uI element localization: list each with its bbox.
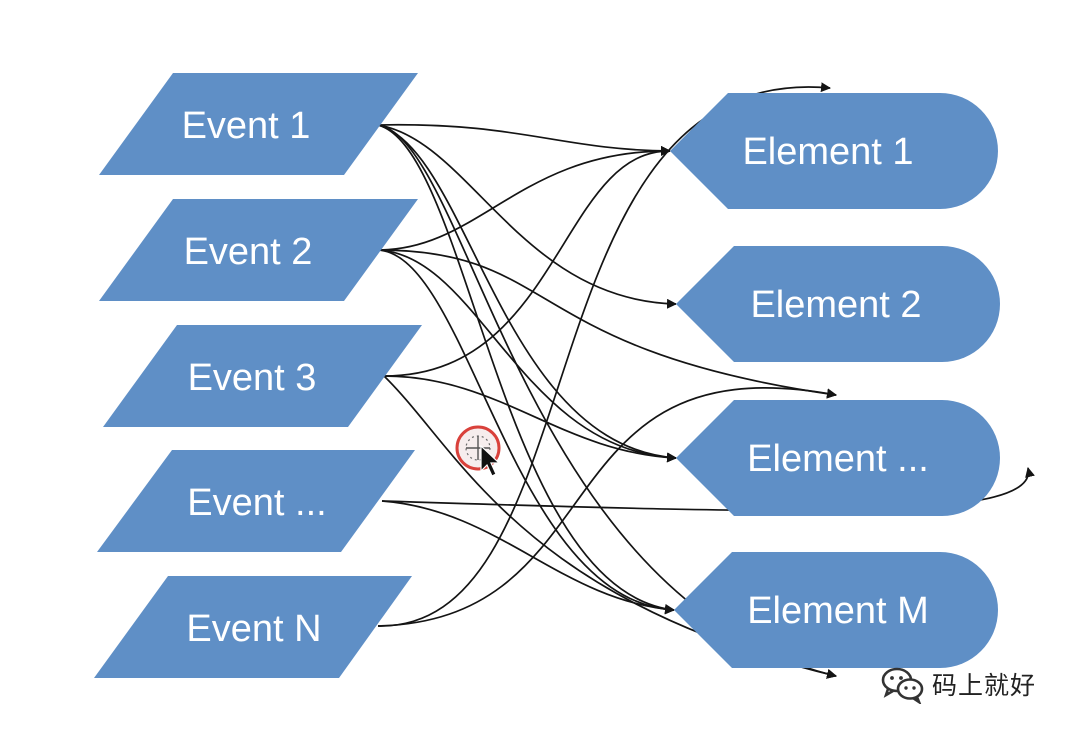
event-label: Event 1 (182, 105, 311, 147)
element-node-shape (676, 246, 1000, 362)
event-node[interactable]: Event 1 (99, 73, 418, 175)
event-node[interactable]: Event ... (97, 450, 415, 552)
element-label: Element 1 (742, 131, 913, 173)
event-node[interactable]: Event 2 (99, 199, 418, 301)
connection-event-1-to-element-m (377, 124, 675, 614)
event-node[interactable]: Event 3 (103, 325, 422, 427)
element-label: Element 2 (750, 284, 921, 326)
connection-event-1-to-element-2 (377, 124, 677, 309)
connection-event-1-to-element-1 (377, 123, 671, 156)
element-node-shape (676, 400, 1000, 516)
event-label: Event 2 (184, 231, 313, 273)
element-label: Element ... (747, 438, 929, 480)
connection-event-etc-to-element-m (381, 500, 675, 615)
connection-event-2-to-element-1 (377, 145, 671, 251)
event-node-shape (97, 450, 415, 552)
connection-event-2-to-element-m (377, 249, 675, 615)
event-node-shape (94, 576, 412, 678)
connections (377, 82, 1035, 679)
element-node[interactable]: Element M (674, 552, 998, 668)
connection-event-3-to-element-1 (383, 145, 671, 377)
element-label: Element M (747, 590, 929, 632)
event-label: Event N (186, 608, 321, 650)
watermark: 码上就好 (880, 664, 1036, 704)
element-node-shape (674, 552, 998, 668)
element-node[interactable]: Element 1 (670, 93, 998, 209)
element-node[interactable]: Element ... (676, 400, 1000, 516)
element-node[interactable]: Element 2 (676, 246, 1000, 362)
event-node-shape (103, 325, 422, 427)
event-label: Event 3 (188, 357, 317, 399)
event-node-shape (99, 73, 418, 175)
event-label: Event ... (187, 482, 326, 524)
connection-event-3-to-element-etc (383, 375, 677, 463)
event-node[interactable]: Event N (94, 576, 412, 678)
watermark-text: 码上就好 (932, 671, 1037, 700)
connection-event-2-to-element-etc (377, 249, 677, 463)
wechat-icon (881, 667, 924, 704)
connection-extra (377, 249, 837, 399)
element-node-shape (670, 93, 998, 209)
connection-event-1-to-element-etc (377, 124, 677, 463)
event-node-shape (99, 199, 418, 301)
move-cursor-icon (455, 425, 501, 477)
